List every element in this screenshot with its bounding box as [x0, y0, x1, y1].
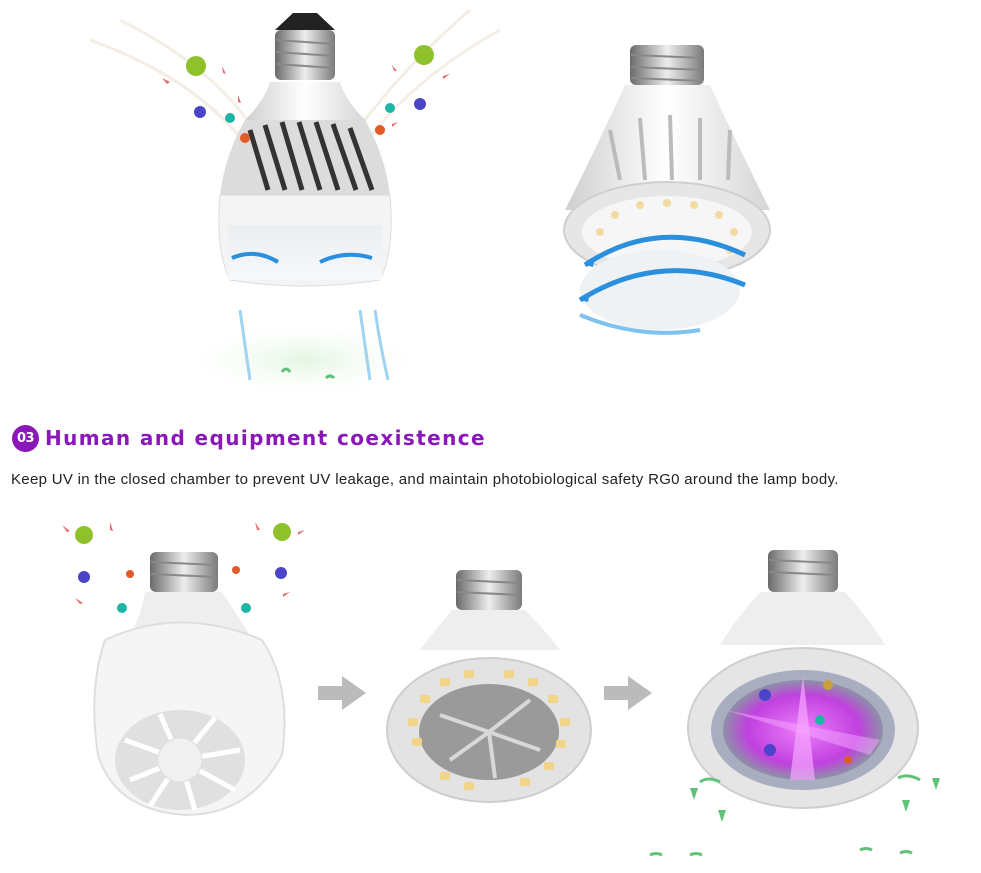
top-illustration [89, 8, 771, 400]
arrow-right-icon [318, 676, 366, 710]
airflow-arrow-icon [690, 778, 940, 822]
section-header: 03 Human and equipment coexistence [12, 424, 486, 452]
bulb-open-ring [386, 570, 592, 803]
virus-icon [186, 45, 434, 143]
virus-icon [75, 523, 291, 613]
bottom-illustration [62, 522, 940, 857]
section-description: Keep UV in the closed chamber to prevent… [11, 471, 839, 488]
bulb-airflow-rotation [563, 45, 771, 335]
bulb-uv-chamber [649, 550, 940, 857]
arrow-right-icon [604, 676, 652, 710]
section-number-badge: 03 [12, 424, 39, 452]
section-title: Human and equipment coexistence [45, 426, 486, 450]
bulb-closed-cover [62, 522, 305, 817]
leaf-icon [649, 774, 921, 857]
virus-icon [759, 680, 852, 764]
bulb-airflow-intake [89, 8, 501, 400]
